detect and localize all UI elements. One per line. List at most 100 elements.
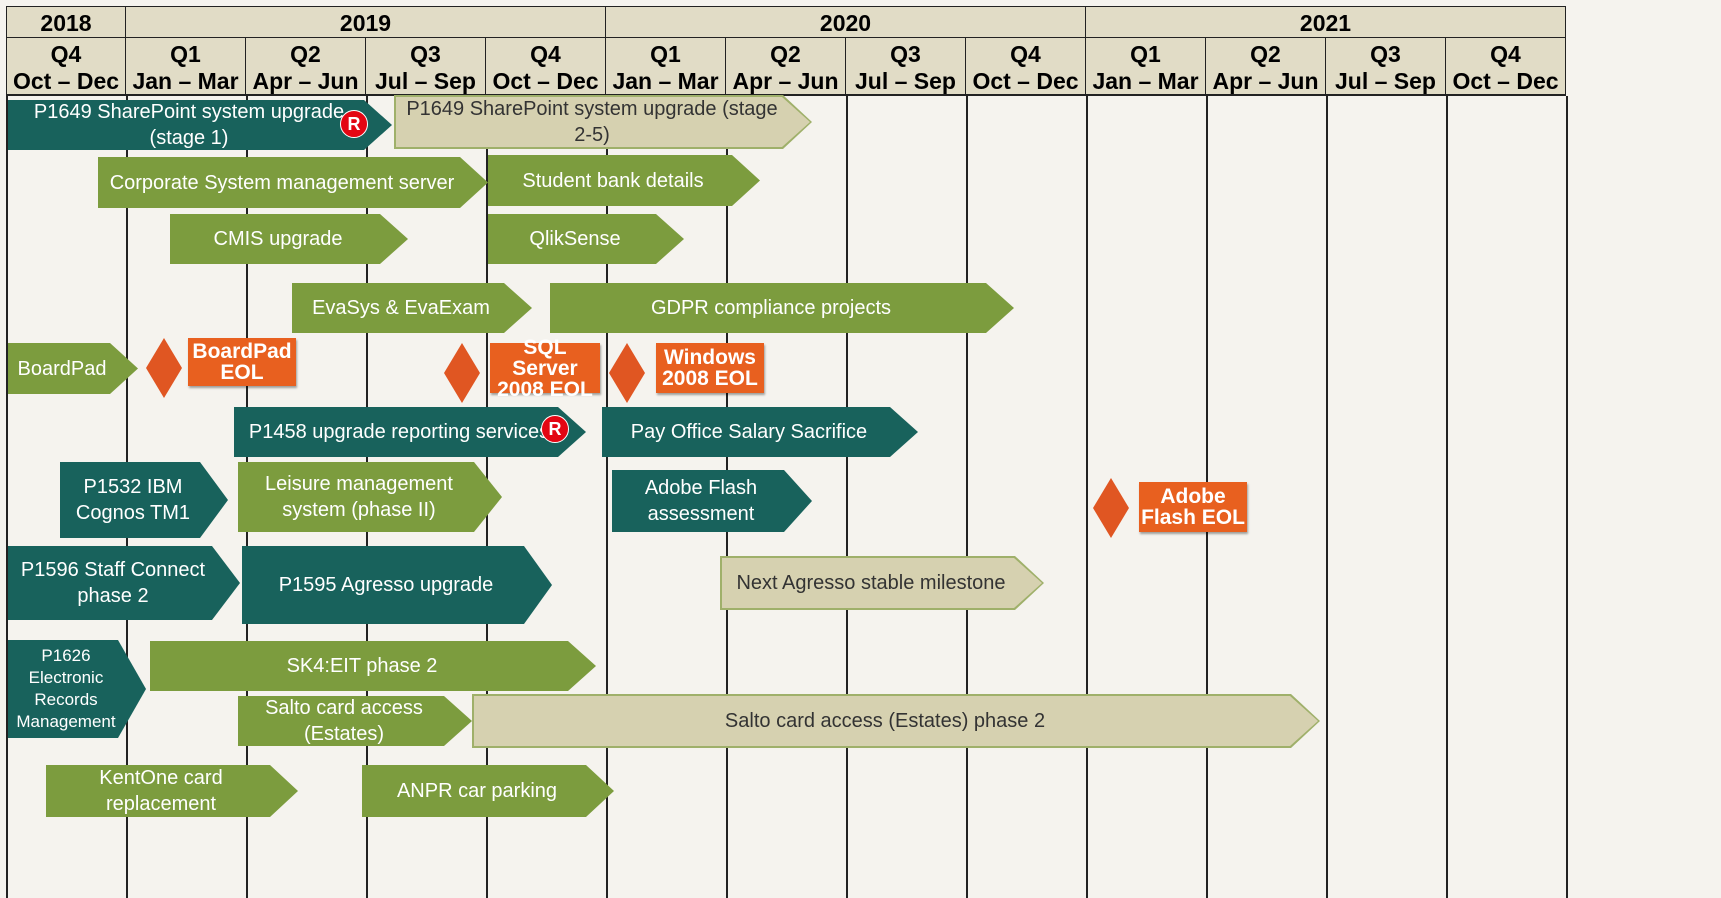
milestone-diamond-icon [444, 343, 480, 403]
project-label: P1595 Agresso upgrade [278, 574, 494, 596]
project-label: SK4:EIT phase 2 [286, 655, 438, 677]
project-label: P1626 Electronic Records Management [16, 646, 116, 731]
quarter-label: Q1 [1130, 41, 1161, 67]
quarter-months: Oct – Dec [1452, 68, 1559, 94]
project-corporate-system-management-server[interactable]: Corporate System management server [98, 157, 488, 208]
year-header-2020: 2020 [606, 6, 1086, 38]
project-kentone-card-replacement[interactable]: KentOne card replacement [46, 765, 298, 817]
project-label: P1596 Staff Connect phase 2 [20, 559, 206, 607]
quarter-label: Q3 [1370, 41, 1401, 67]
milestone-diamond-icon [146, 338, 182, 398]
quarter-months: Apr – Jun [252, 68, 359, 94]
project-p1458-upgrade-reporting-services[interactable]: P1458 upgrade reporting services [234, 407, 586, 457]
quarter-label: Q1 [650, 41, 681, 67]
project-pay-office-salary-sacrifice[interactable]: Pay Office Salary Sacrifice [602, 407, 918, 457]
project-sharepoint-stage-1[interactable]: P1649 SharePoint system upgrade (stage 1… [8, 100, 392, 150]
project-adobe-flash-assessment[interactable]: Adobe Flash assessment [612, 470, 812, 532]
project-label: KentOne card replacement [99, 767, 223, 815]
project-label: P1649 SharePoint system upgrade (stage 2… [406, 98, 778, 146]
quarter-months: Oct – Dec [12, 68, 120, 94]
project-label: Corporate System management server [109, 171, 455, 194]
project-label: Pay Office Salary Sacrifice [630, 421, 868, 443]
project-label: Leisure management system (phase II) [265, 473, 453, 521]
project-label: Adobe Flash assessment [644, 477, 758, 525]
quarter-label: Q4 [50, 41, 82, 67]
project-sharepoint-stage-2-5[interactable]: P1649 SharePoint system upgrade (stage 2… [396, 97, 810, 147]
quarter-label: Q2 [290, 41, 321, 67]
project-arrow-shape [8, 640, 146, 738]
quarter-label: Q3 [410, 41, 441, 67]
project-arrow-shape [488, 214, 684, 264]
project-anpr-car-parking[interactable]: ANPR car parking [362, 765, 614, 817]
project-label: P1532 IBM Cognos TM1 [75, 476, 191, 524]
quarter-label: Q2 [770, 41, 801, 67]
project-next-agresso-stable-milestone[interactable]: Next Agresso stable milestone [722, 558, 1042, 608]
project-arrow-shape [362, 765, 614, 817]
project-boardpad[interactable]: BoardPad [8, 343, 138, 394]
quarter-months: Jan – Mar [132, 68, 239, 94]
project-label: Next Agresso stable milestone [736, 572, 1006, 594]
project-arrow-shape [234, 407, 586, 457]
project-arrow-shape [474, 696, 1318, 746]
project-label: P1649 SharePoint system upgrade (stage 1… [33, 101, 345, 149]
quarter-label: Q2 [1250, 41, 1281, 67]
project-student-bank-details[interactable]: Student bank details [488, 155, 760, 206]
quarter-months: Oct – Dec [972, 68, 1079, 94]
project-p1532-ibm-cognos-tm1[interactable]: P1532 IBM Cognos TM1 [60, 462, 228, 538]
project-sk4-eit-phase-2[interactable]: SK4:EIT phase 2 [150, 641, 596, 691]
project-arrow-shape [170, 214, 408, 264]
quarter-label: Q4 [1490, 41, 1521, 67]
project-p1596-staff-connect[interactable]: P1596 Staff Connect phase 2 [8, 546, 240, 620]
project-arrow-shape [242, 546, 552, 624]
project-gdpr-compliance-projects[interactable]: GDPR compliance projects [550, 283, 1014, 333]
quarter-label: Q4 [1010, 41, 1041, 67]
grid-line [1446, 96, 1448, 898]
project-label: BoardPad [17, 357, 107, 380]
quarter-months: Jan – Mar [1092, 68, 1199, 94]
project-arrow-shape [98, 157, 488, 208]
project-evasys-evaexam[interactable]: EvaSys & EvaExam [292, 283, 532, 333]
risk-badge: R [340, 110, 368, 138]
project-arrow-shape [612, 470, 812, 532]
project-label: P1458 upgrade reporting services [248, 421, 550, 443]
project-salto-card-access-estates-phase-2[interactable]: Salto card access (Estates) phase 2 [474, 696, 1318, 746]
project-qliksense[interactable]: QlikSense [488, 214, 684, 264]
quarter-months: Jul – Sep [1335, 68, 1436, 94]
project-label: QlikSense [529, 228, 621, 250]
quarter-months: Oct – Dec [492, 68, 599, 94]
grid-line [1326, 96, 1328, 898]
grid-line [1566, 96, 1568, 898]
project-label: Salto card access (Estates) [265, 697, 423, 745]
project-label: Student bank details [522, 169, 704, 192]
project-arrow-shape [60, 462, 228, 538]
project-arrow-shape [8, 546, 240, 620]
grid-line [1086, 96, 1088, 898]
project-leisure-management-system[interactable]: Leisure management system (phase II) [238, 462, 502, 532]
project-p1626-electronic-records[interactable]: P1626 Electronic Records Management [8, 640, 146, 738]
project-label: Salto card access (Estates) phase 2 [724, 710, 1046, 732]
project-cmis-upgrade[interactable]: CMIS upgrade [170, 214, 408, 264]
quarter-months: Apr – Jun [1212, 68, 1319, 94]
project-label: EvaSys & EvaExam [312, 297, 490, 319]
quarter-months: Apr – Jun [732, 68, 839, 94]
quarter-label: Q1 [170, 41, 201, 67]
project-arrow-shape [602, 407, 918, 457]
project-arrow-shape [8, 100, 392, 150]
project-p1595-agresso-upgrade[interactable]: P1595 Agresso upgrade [242, 546, 552, 624]
project-salto-card-access-estates[interactable]: Salto card access (Estates) [238, 696, 472, 746]
